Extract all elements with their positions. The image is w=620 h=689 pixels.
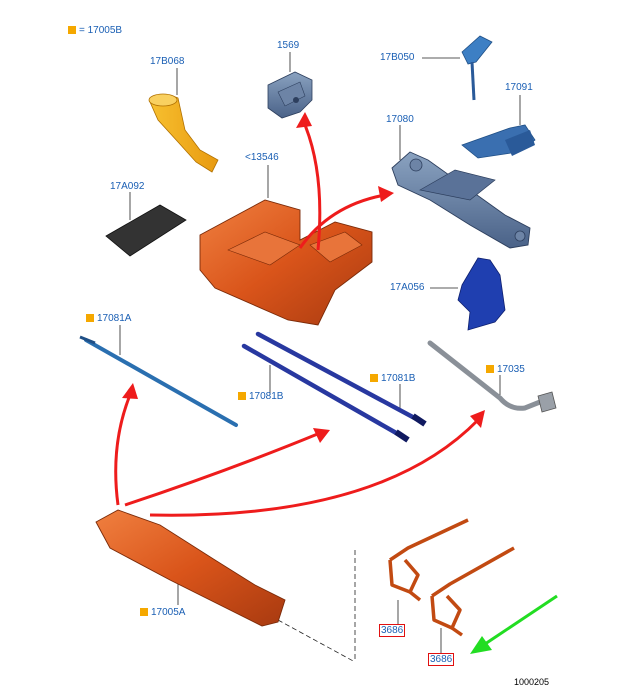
label-17005A: 17005A: [140, 607, 185, 619]
figure-number: 1000205: [514, 677, 550, 687]
part-17B068-adapter: [148, 93, 219, 173]
leader-lines: [119, 52, 521, 663]
label-17091: 17091: [505, 82, 533, 93]
label-17081B-left: 17081B: [238, 391, 283, 403]
label-17B050: 17B050: [380, 52, 415, 63]
label-17081B-right-text: 17081B: [381, 373, 416, 384]
part-1569-bracket: [267, 71, 313, 119]
label-17081A-text: 17081A: [97, 313, 132, 324]
red-arrowheads: [122, 112, 485, 443]
label-17A056: 17A056: [390, 282, 425, 293]
label-3686-lower-text: 3686: [428, 653, 455, 666]
yellow-square-icon: [486, 365, 494, 373]
label-17B068: 17B068: [150, 56, 185, 67]
label-17081B-left-text: 17081B: [249, 391, 284, 402]
label-17080: 17080: [386, 114, 414, 125]
part-3686-straps: [388, 518, 515, 637]
part-13546-tray: [199, 199, 373, 326]
yellow-square-icon: [238, 392, 246, 400]
part-17B050-handle: [461, 35, 493, 101]
yellow-square-icon: [140, 608, 148, 616]
yellow-square-icon: [370, 374, 378, 382]
label-3686-lower: 3686: [428, 653, 455, 666]
label-1569: 1569: [277, 40, 300, 51]
label-3686-upper: 3686: [379, 624, 406, 637]
label-17081B-right: 17081B: [370, 373, 415, 385]
legend-square-icon: [68, 26, 76, 34]
label-17005A-text: 17005A: [151, 607, 186, 618]
part-17A092-mat: [105, 204, 187, 257]
green-arrow: [470, 594, 558, 654]
label-17035: 17035: [486, 364, 525, 376]
part-17005A-bag: [95, 509, 286, 627]
label-17035-text: 17035: [497, 364, 525, 375]
part-17A056-block: [457, 257, 506, 331]
label-17A092: 17A092: [110, 181, 145, 192]
red-arrows: [114, 124, 480, 517]
part-17081A-bar: [79, 335, 238, 427]
part-17080-jack: [391, 151, 531, 249]
part-17091-bracket: [461, 124, 536, 159]
label-17081A: 17081A: [86, 313, 131, 325]
part-17035-wrench: [427, 340, 557, 413]
label-3686-upper-text: 3686: [379, 624, 406, 637]
label-13546: <13546: [245, 152, 279, 163]
part-17081B-bars: [241, 331, 427, 443]
yellow-square-icon: [86, 314, 94, 322]
legend: = 17005B: [68, 25, 122, 37]
legend-text: = 17005B: [79, 25, 123, 36]
